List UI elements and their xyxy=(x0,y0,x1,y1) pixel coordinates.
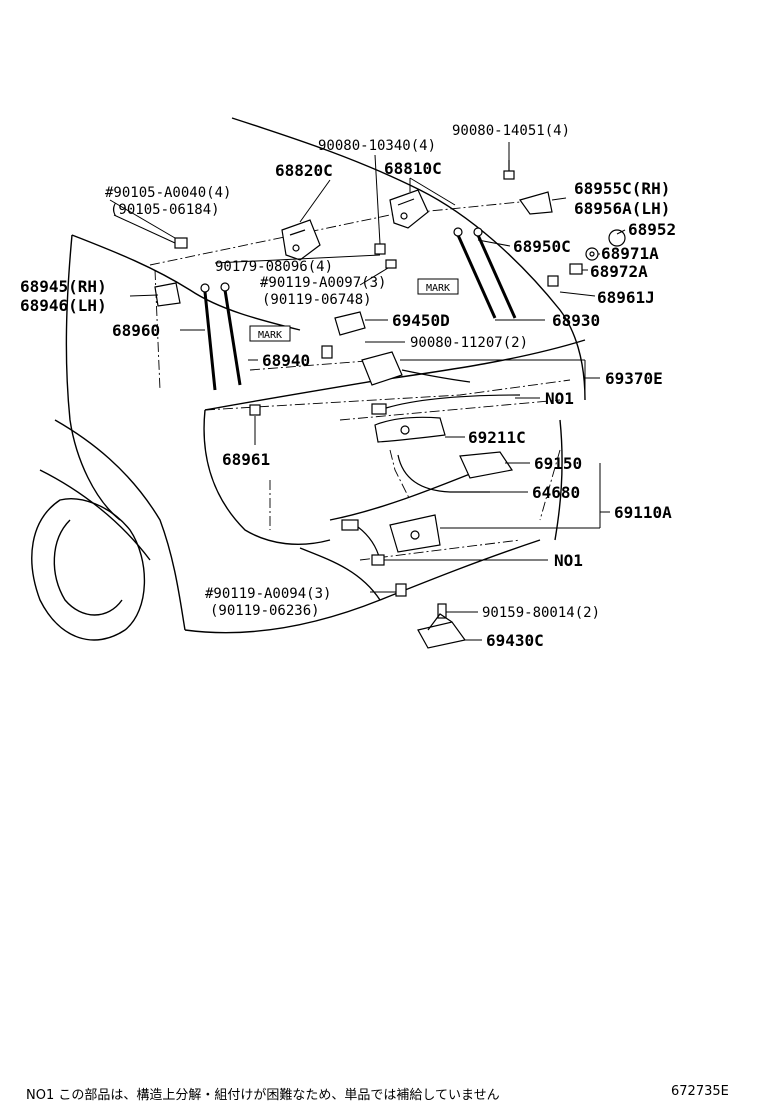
label-68930: 68930 xyxy=(552,311,600,330)
bolt-90119-a0094 xyxy=(395,583,407,597)
label-69211c: 69211C xyxy=(468,428,526,447)
label-69110a: 69110A xyxy=(614,503,672,522)
label-no1-lower: NO1 xyxy=(554,551,583,570)
cushion-68952 xyxy=(608,229,626,247)
stay-68950c xyxy=(453,227,517,319)
label-90080-11207: 90080-11207(2) xyxy=(410,335,528,351)
actuator-69370e xyxy=(361,351,471,386)
label-90105-a0040: #90105-A0040(4) xyxy=(105,185,231,201)
mark-box-2: MARK xyxy=(249,325,291,342)
striker-69430c xyxy=(417,613,467,649)
label-90080-10340: 90080-10340(4) xyxy=(318,138,436,154)
bolt-90105-a0040 xyxy=(174,237,188,249)
label-64680: 64680 xyxy=(532,483,580,502)
label-90119-06748: (90119-06748) xyxy=(262,292,372,308)
wire-64680 xyxy=(397,454,490,493)
bolt-90080-14051 xyxy=(503,160,515,180)
opener-69450d xyxy=(334,311,366,336)
label-68950c: 68950C xyxy=(513,237,571,256)
label-no1-upper: NO1 xyxy=(545,389,574,408)
bolt-68961 xyxy=(249,404,261,416)
label-90105-06184: (90105-06184) xyxy=(110,202,220,218)
label-68955c-rh: 68955C(RH) xyxy=(574,179,670,198)
mark-label-2: MARK xyxy=(258,330,282,341)
bracket-68945 xyxy=(154,282,181,307)
lock-69110a xyxy=(389,514,441,553)
washer-68971a xyxy=(585,247,599,261)
label-90119-a0094: #90119-A0094(3) xyxy=(205,586,331,602)
label-68820c: 68820C xyxy=(275,161,333,180)
hinge-68820c xyxy=(281,219,321,261)
label-68972a: 68972A xyxy=(590,262,648,281)
stay-68960 xyxy=(200,282,242,391)
label-68971a: 68971A xyxy=(601,244,659,263)
label-90119-a0097: #90119-A0097(3) xyxy=(260,275,386,291)
bolt-90159-80014 xyxy=(437,603,447,619)
label-68810c: 68810C xyxy=(384,159,442,178)
part-labels: 90080-14051(4) 90080-10340(4) 68820C 688… xyxy=(20,123,676,650)
vehicle-body-outline xyxy=(31,117,586,641)
label-90080-14051: 90080-14051(4) xyxy=(452,123,570,139)
label-68946-lh: 68946(LH) xyxy=(20,296,107,315)
hinge-68810c xyxy=(389,189,429,229)
label-68956a-lh: 68956A(LH) xyxy=(574,199,670,218)
handle-69211c xyxy=(374,416,446,443)
label-90119-06236: (90119-06236) xyxy=(210,603,320,619)
footnote: NO1 この部品は、構造上分解・組付けが困難なため、単品では補給していません xyxy=(26,1088,500,1103)
label-68961: 68961 xyxy=(222,450,270,469)
mark-box-1: MARK xyxy=(417,278,459,295)
leader-lines xyxy=(109,142,626,641)
label-69450d: 69450D xyxy=(392,311,450,330)
bolt-90080-10340 xyxy=(374,243,386,255)
switch-69150 xyxy=(459,451,514,479)
clip-90179 xyxy=(385,259,397,269)
bolt-68961j xyxy=(547,275,559,287)
label-90179-08096: 90179-08096(4) xyxy=(215,259,333,275)
connector-no1 xyxy=(371,394,521,415)
bracket-68955c xyxy=(519,191,553,215)
parts xyxy=(154,160,626,649)
label-68940: 68940 xyxy=(262,351,310,370)
label-68945-rh: 68945(RH) xyxy=(20,277,107,296)
label-69370e: 69370E xyxy=(605,369,663,388)
bolt-90119-a0097 xyxy=(321,345,333,359)
nut-68972a xyxy=(569,263,583,275)
label-68952: 68952 xyxy=(628,220,676,239)
label-68961j: 68961J xyxy=(597,288,655,307)
diagram-id: 672735E xyxy=(671,1084,729,1099)
label-68960: 68960 xyxy=(112,321,160,340)
harness-no1 xyxy=(341,519,385,566)
mark-label-1: MARK xyxy=(426,283,450,294)
label-69430c: 69430C xyxy=(486,631,544,650)
label-90159-80014: 90159-80014(2) xyxy=(482,605,600,621)
label-69150: 69150 xyxy=(534,454,582,473)
